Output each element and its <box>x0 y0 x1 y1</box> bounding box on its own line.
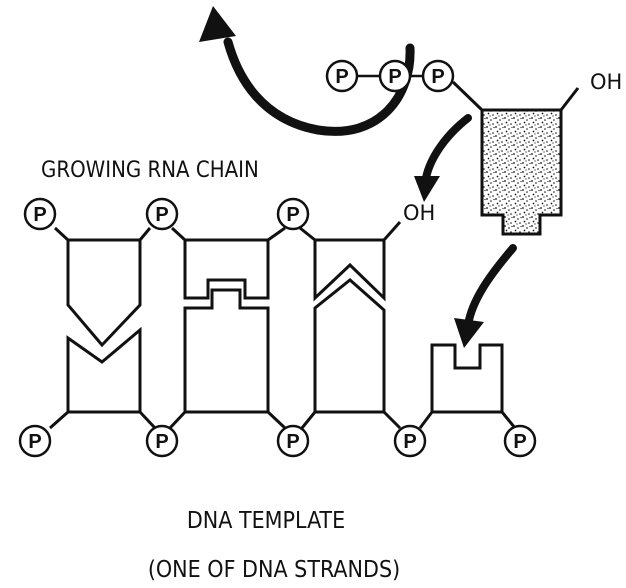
rna-base-2 <box>183 238 270 300</box>
rna-backbone <box>53 221 402 242</box>
base-pairing-arrow <box>454 244 517 348</box>
incoming-base-block <box>480 108 563 236</box>
attachment-arrow <box>414 114 472 202</box>
phosphate-label: P <box>28 431 41 453</box>
triphosphate-group: P P P <box>325 59 455 93</box>
chain-oh-label: OH <box>403 201 435 225</box>
phosphate-label: P <box>155 204 168 226</box>
dna-backbone <box>49 410 517 430</box>
phosphate-label: P <box>388 66 401 88</box>
phosphate-label: P <box>513 431 526 453</box>
phosphate-label: P <box>33 204 46 226</box>
rna-bases <box>66 238 386 348</box>
phosphate-label: P <box>286 431 299 453</box>
phosphate-label: P <box>403 431 416 453</box>
phosphate-label: P <box>286 204 299 226</box>
phosphate-label: P <box>431 66 444 88</box>
incoming-oh-label: OH <box>590 70 622 94</box>
dna-base-1 <box>66 326 142 414</box>
rna-base-3 <box>313 238 386 302</box>
pyrophosphate-release-arrow <box>199 6 415 136</box>
dna-bases <box>66 278 504 414</box>
incoming-nucleotide: OH <box>451 70 622 236</box>
rna-chain-phosphates: P P P <box>23 197 310 231</box>
dna-base-4 <box>430 343 504 414</box>
rna-base-1 <box>66 238 142 348</box>
dna-template-sublabel: (ONE OF DNA STRANDS) <box>148 557 400 583</box>
phosphate-label: P <box>335 66 348 88</box>
dna-base-2 <box>183 288 270 414</box>
dna-template-phosphates: P P P P P <box>18 424 537 458</box>
dna-base-3 <box>313 278 386 414</box>
dna-template-label: DNA TEMPLATE <box>187 508 345 534</box>
growing-rna-chain-label: GROWING RNA CHAIN <box>41 158 259 183</box>
phosphate-label: P <box>155 431 168 453</box>
